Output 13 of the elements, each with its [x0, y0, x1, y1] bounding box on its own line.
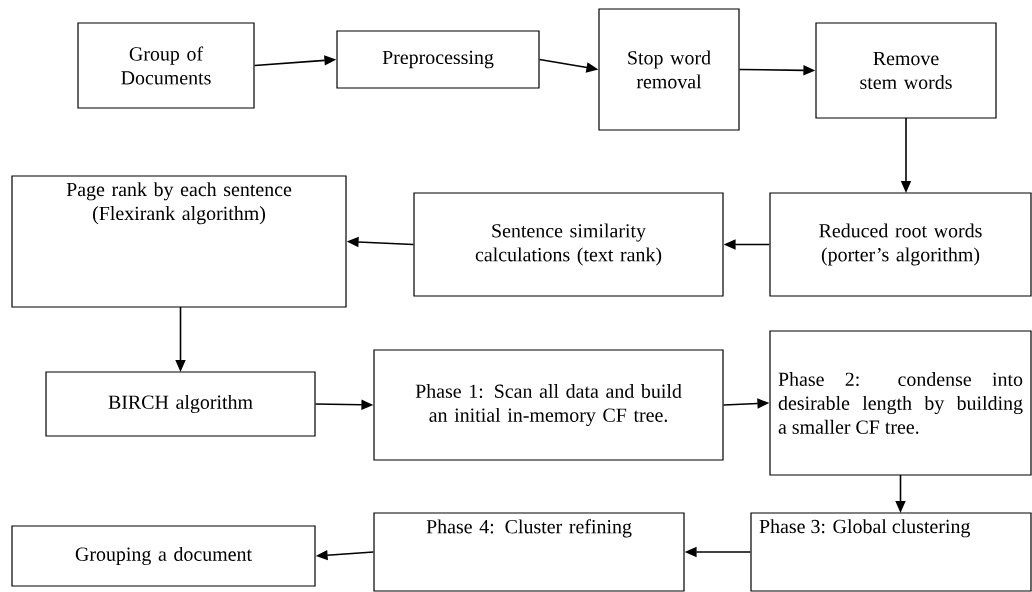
process-box: Group of Documents — [77, 22, 255, 109]
process-box: Phase 1: Scan all data and build an initial in-memory CF tree. — [373, 349, 724, 461]
process-box: Sentence similarity calculations (text rank) — [413, 192, 724, 297]
process-box: Stop word removal — [598, 8, 740, 131]
process-box: Remove stem words — [815, 22, 997, 119]
process-box: Reduced root words (porter’s algorithm) — [769, 192, 1032, 297]
process-box: Page rank by each sentence (Flexirank algorithm) — [11, 175, 347, 308]
process-box: Grouping a document — [11, 525, 316, 587]
process-box: Phase 3: Global clustering — [750, 512, 1032, 592]
process-box: Preprocessing — [336, 30, 540, 89]
process-box: Phase 2: condense into desirable length by building a smaller CF tree. — [769, 330, 1032, 476]
process-box: BIRCH algorithm — [45, 371, 316, 437]
process-box: Phase 4: Cluster refining — [373, 512, 685, 592]
